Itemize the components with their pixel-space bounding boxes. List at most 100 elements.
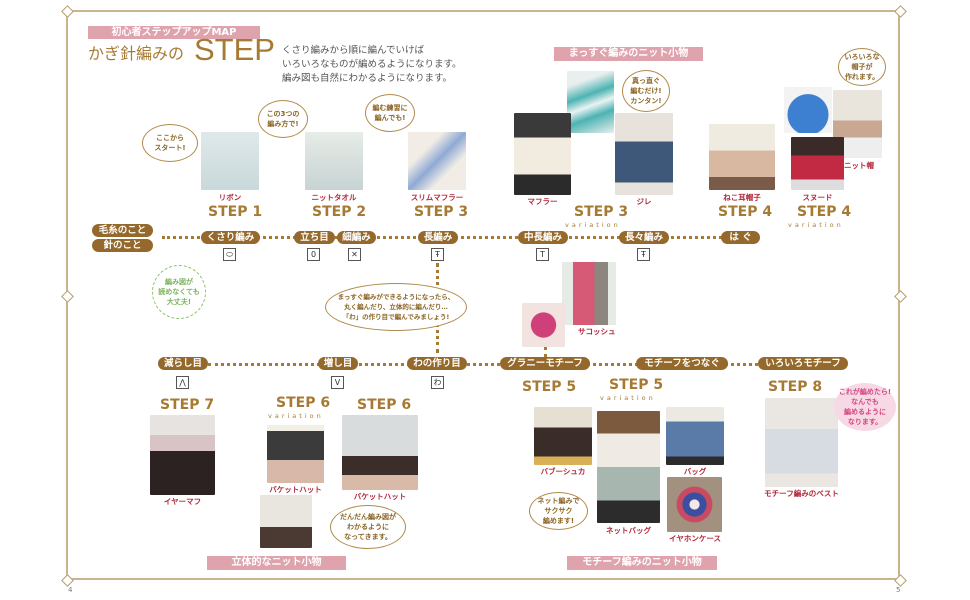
gilet-photo — [615, 113, 673, 195]
single-crochet-symbol-icon: ✕ — [348, 248, 361, 261]
item-label: スリムマフラー — [410, 193, 464, 202]
section-label: 立体的なニット小物 — [207, 556, 346, 570]
item-label: ねこ耳帽子 — [723, 193, 761, 202]
pill-decrease: 減らし目 — [158, 357, 208, 370]
dotted-path — [544, 347, 547, 357]
speech-bubble: 真っ直ぐ 編むだけ! カンタン! — [622, 70, 670, 112]
striped-scarf-photo — [567, 71, 614, 133]
step-label: STEP 3 — [574, 204, 629, 220]
item-label: イヤーマフ — [163, 497, 202, 506]
step-label: STEP 5 — [609, 377, 664, 393]
double-crochet-symbol-icon: Ŧ — [431, 248, 444, 261]
intro-line: 編み図も自然にわかるようになります。 — [282, 73, 453, 84]
pill-half-double: 中長編み — [518, 231, 568, 244]
item-label: マフラー — [527, 197, 558, 206]
ring-symbol-icon: わ — [431, 376, 444, 389]
pink-note: これが編めたら! なんでも 編めるように なります。 — [834, 383, 896, 431]
item-label: スヌード — [802, 193, 833, 202]
decrease-symbol-icon: ⋀ — [176, 376, 189, 389]
intro-line: いろいろなものが編めるようになります。 — [282, 59, 462, 70]
intro-line: くさり編みから順に編んでいけば — [282, 45, 425, 56]
blue-hat-photo — [784, 87, 832, 133]
step-label: STEP 6 — [276, 395, 331, 411]
step-label: STEP 4 — [797, 204, 852, 220]
net-bag-photo — [597, 411, 660, 523]
pill-hook: 針のこと — [92, 239, 153, 252]
towel-photo — [305, 132, 363, 190]
step-label: STEP 5 — [522, 379, 577, 395]
step-label: STEP 4 — [718, 204, 773, 220]
item-label: リボン — [218, 193, 242, 202]
granny-square-photo — [522, 303, 565, 347]
pill-connect: モチーフをつなぐ — [636, 357, 728, 370]
speech-bubble: ここから スタート! — [142, 124, 198, 162]
item-label: サコッシュ — [578, 327, 616, 336]
motif-vest-photo — [765, 398, 838, 487]
pill-single: 細編み — [337, 231, 376, 244]
cat-ear-hat-photo — [709, 124, 775, 190]
green-note: 編み図が 読めなくても 大丈夫! — [152, 265, 206, 319]
variation-label: variation — [565, 221, 621, 229]
pill-magic-ring: わの作り目 — [407, 357, 467, 370]
item-label: ジレ — [636, 197, 652, 206]
pill-increase: 増し目 — [318, 357, 358, 370]
item-label: ニット帽 — [844, 161, 874, 170]
pill-join: は ぐ — [721, 231, 760, 244]
step-label: STEP 1 — [208, 204, 263, 220]
treble-symbol-icon: Ŧ — [637, 248, 650, 261]
title-en: STEP — [194, 32, 275, 67]
snood-photo — [791, 137, 844, 190]
muffler-photo — [514, 113, 571, 195]
pill-double: 長編み — [418, 231, 458, 244]
speech-bubble: まっすぐ編みができるようになったら、 丸く編んだり、立体的に編んだり… 「わ」の… — [325, 283, 467, 331]
speech-bubble: この3つの 編み方で! — [258, 100, 308, 138]
item-label: バケットハット — [269, 485, 322, 494]
item-label: バケットハット — [353, 492, 407, 501]
pill-various: いろいろモチーフ — [758, 357, 848, 370]
step-label: STEP 8 — [768, 379, 823, 395]
variation-label: variation — [268, 412, 324, 420]
white-hat-back-photo — [260, 495, 312, 548]
step-label: STEP 6 — [357, 397, 412, 413]
item-label: ニットタオル — [311, 193, 357, 202]
ribbon-photo — [201, 132, 259, 190]
step-label: STEP 7 — [160, 397, 215, 413]
section-label: モチーフ編みのニット小物 — [567, 556, 717, 570]
speech-bubble: 編む練習に 編んでも! — [365, 94, 415, 132]
item-label: イヤホンケース — [669, 534, 721, 543]
speech-bubble: いろいろな 帽子が 作れます。 — [838, 48, 886, 86]
variation-label: variation — [788, 221, 844, 229]
step-label: STEP 3 — [414, 204, 469, 220]
variation-label: variation — [600, 394, 656, 402]
earmuff-photo — [150, 415, 215, 495]
dotted-path — [162, 236, 758, 239]
header-badge: 初心者ステップアップMAP — [88, 26, 260, 39]
pill-treble: 長々編み — [619, 231, 669, 244]
half-double-symbol-icon: T — [536, 248, 549, 261]
speech-bubble: ネット編みで サクサク 編めます! — [529, 492, 588, 530]
pill-turn: 立ち目 — [294, 231, 335, 244]
babushka-photo — [534, 407, 592, 465]
pill-chain: くさり編み — [201, 231, 260, 244]
section-label: まっすぐ編みのニット小物 — [554, 47, 703, 61]
step-label: STEP 2 — [312, 204, 367, 220]
chain-symbol-icon: ⬭ — [223, 248, 236, 261]
bag-photo — [666, 407, 724, 465]
dotted-path — [208, 363, 758, 366]
speech-bubble: だんだん編み図が わかるように なってきます。 — [330, 505, 406, 549]
pill-yarn: 毛糸のこと — [92, 224, 153, 237]
item-label: モチーフ編みのベスト — [764, 489, 839, 498]
increase-symbol-icon: V — [331, 376, 344, 389]
black-bucket-hat-photo — [267, 425, 324, 483]
pill-granny: グラニーモチーフ — [500, 357, 590, 370]
page-number-left: 4 — [68, 586, 73, 594]
white-bucket-hat-photo — [342, 415, 418, 490]
scarf-photo — [408, 132, 466, 190]
earphone-case-photo — [667, 477, 722, 532]
item-label: ネットバッグ — [606, 526, 651, 535]
turning-chain-symbol-icon: 0 — [307, 248, 320, 261]
sacoche-photo — [562, 262, 616, 325]
item-label: バッグ — [683, 467, 707, 476]
item-label: バブーシュカ — [540, 467, 586, 476]
